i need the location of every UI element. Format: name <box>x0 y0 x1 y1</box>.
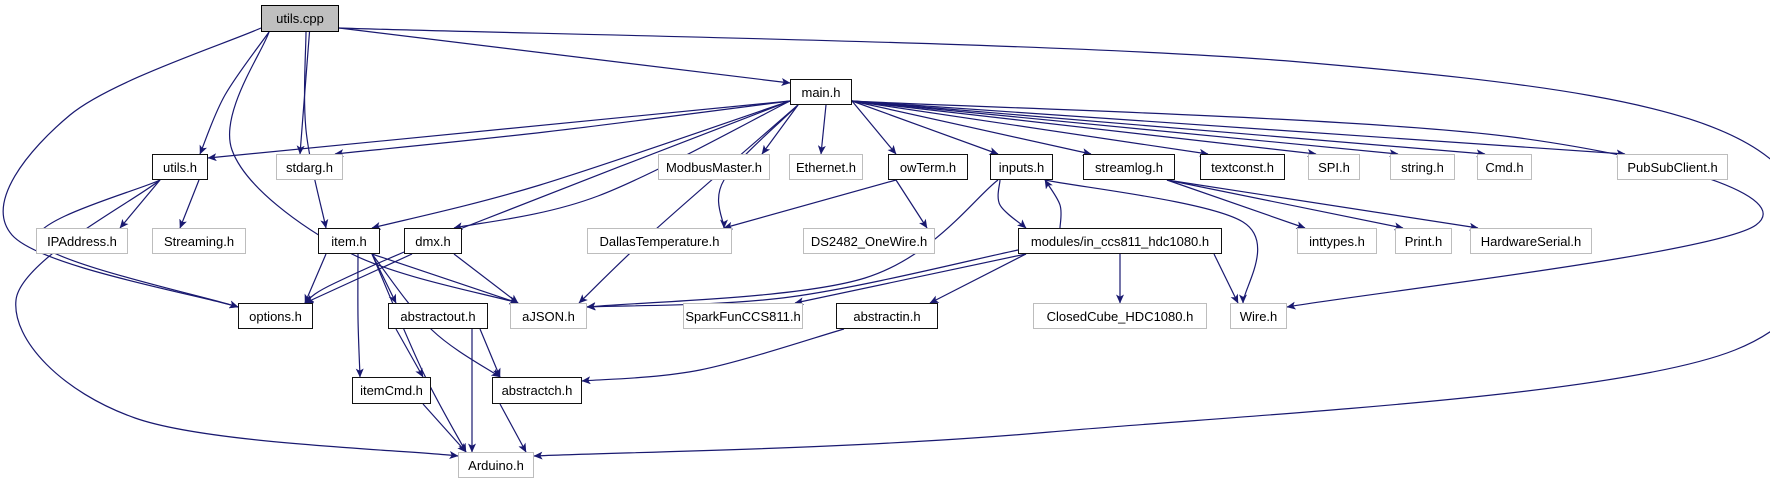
edge-item_h-to-ajson_h <box>371 253 519 305</box>
edge-streamlog_h-to-inttypes_h <box>1166 179 1306 229</box>
edge-modules_in_ccs811_hdc1080_h-to-abstractin_h <box>929 253 1027 304</box>
edge-utils_cpp-to-utils_h <box>199 31 270 155</box>
node-sparkfunccs811_h: SparkFunCCS811.h <box>683 303 803 329</box>
edge-abstractout_h-to-abstractch_h <box>479 328 501 378</box>
edge-main_h-to-ajson_h <box>578 104 799 304</box>
edge-main_h-to-utils_h <box>207 100 791 162</box>
node-abstractout_h[interactable]: abstractout.h <box>388 303 488 329</box>
node-owterm_h[interactable]: owTerm.h <box>888 154 968 180</box>
node-item_h[interactable]: item.h <box>318 228 380 254</box>
node-spi_h: SPI.h <box>1308 154 1360 180</box>
edge-owterm_h-to-ds2482_onewire_h <box>895 179 928 229</box>
node-ajson_h: aJSON.h <box>510 303 587 329</box>
node-main_h[interactable]: main.h <box>790 79 852 105</box>
node-abstractch_h[interactable]: abstractch.h <box>492 377 582 404</box>
node-options_h[interactable]: options.h <box>238 303 313 329</box>
node-ds2482_onewire_h: DS2482_OneWire.h <box>803 228 935 254</box>
node-closedcube_hdc1080_h: ClosedCube_HDC1080.h <box>1033 303 1207 329</box>
node-dallastemperature_h: DallasTemperature.h <box>587 228 732 254</box>
node-utils_cpp[interactable]: utils.cpp <box>261 5 339 32</box>
node-wire_h: Wire.h <box>1230 303 1287 329</box>
edge-main_h-to-owterm_h <box>851 100 897 155</box>
node-utils_h[interactable]: utils.h <box>152 154 208 180</box>
node-textconst_h[interactable]: textconst.h <box>1200 154 1285 180</box>
edge-inputs_h-to-wire_h <box>1044 179 1259 304</box>
edge-main_h-to-spi_h <box>851 100 1317 158</box>
edge-modules_in_ccs811_hdc1080_h-to-wire_h <box>1213 253 1239 304</box>
edge-main_h-to-string_h <box>851 100 1399 158</box>
node-inputs_h[interactable]: inputs.h <box>990 154 1053 180</box>
node-modules_in_ccs811_hdc1080_h[interactable]: modules/in_ccs811_hdc1080.h <box>1018 228 1222 254</box>
edge-streamlog_h-to-hardwareserial_h <box>1166 179 1479 231</box>
edge-inputs_h-to-ajson_h <box>586 179 999 311</box>
edge-item_h-to-options_h <box>304 253 327 304</box>
edge-utils_cpp-to-arduino_h <box>338 27 1770 460</box>
edge-item_h-to-abstractch_h <box>371 253 501 378</box>
edge-utils_cpp-to-item_h <box>303 31 329 229</box>
node-arduino_h: Arduino.h <box>458 452 534 478</box>
node-abstractin_h[interactable]: abstractin.h <box>836 303 938 329</box>
edge-owterm_h-to-dallastemperature_h <box>723 179 897 230</box>
edge-main_h-to-ethernet_h <box>817 104 827 155</box>
edge-dmx_h-to-ajson_h <box>453 253 519 304</box>
edge-utils_h-to-ipaddress_h <box>119 179 161 229</box>
edge-main_h-to-modbusmaster_h <box>761 104 799 155</box>
node-dmx_h[interactable]: dmx.h <box>404 228 462 254</box>
edge-main_h-to-cmd_h <box>851 100 1486 158</box>
node-stdarg_h: stdarg.h <box>276 154 343 180</box>
edge-main_h-to-pubsubclient_h <box>851 100 1626 158</box>
edge-abstractin_h-to-abstractch_h <box>581 328 845 385</box>
node-itemcmd_h[interactable]: itemCmd.h <box>352 377 431 404</box>
edge-item_h-to-itemcmd_h <box>355 253 364 378</box>
node-ipaddress_h: IPAddress.h <box>36 228 128 254</box>
edge-dmx_h-to-options_h <box>304 253 413 304</box>
node-pubsubclient_h: PubSubClient.h <box>1617 154 1728 180</box>
edge-utils_h-to-streaming_h <box>179 179 200 229</box>
node-cmd_h: Cmd.h <box>1477 154 1532 180</box>
edge-streamlog_h-to-print_h <box>1166 179 1404 231</box>
edge-itemcmd_h-to-arduino_h <box>422 403 467 453</box>
edge-modules_in_ccs811_hdc1080_h-to-inputs_h <box>1044 179 1062 229</box>
edge-main_h-to-dmx_h <box>453 100 791 231</box>
edge-abstractch_h-to-arduino_h <box>499 403 527 453</box>
node-string_h: string.h <box>1390 154 1455 180</box>
node-streamlog_h[interactable]: streamlog.h <box>1083 154 1175 180</box>
node-inttypes_h: inttypes.h <box>1297 228 1377 254</box>
edge-modules_in_ccs811_hdc1080_h-to-ajson_h <box>586 249 1019 311</box>
edge-utils_cpp-to-main_h <box>338 27 791 86</box>
edge-utils_cpp-to-options_h <box>2 27 262 309</box>
node-ethernet_h: Ethernet.h <box>789 154 863 180</box>
node-print_h: Print.h <box>1395 228 1452 254</box>
edge-main_h-to-inputs_h <box>851 100 999 155</box>
edge-main_h-to-streamlog_h <box>851 100 1092 157</box>
edge-modules_in_ccs811_hdc1080_h-to-sparkfunccs811_h <box>794 253 1027 306</box>
node-hardwareserial_h: HardwareSerial.h <box>1470 228 1592 254</box>
node-streaming_h: Streaming.h <box>152 228 246 254</box>
edge-utils_cpp-to-ajson_h <box>229 31 519 305</box>
edge-inputs_h-to-modules_in_ccs811_hdc1080_h <box>997 179 1027 229</box>
edge-main_h-to-stdarg_h <box>334 100 791 158</box>
edge-main_h-to-item_h <box>371 100 791 230</box>
node-modbusmaster_h: ModbusMaster.h <box>658 154 770 180</box>
edge-main_h-to-textconst_h <box>851 100 1209 157</box>
edge-abstractout_h-to-itemcmd_h <box>395 328 424 378</box>
